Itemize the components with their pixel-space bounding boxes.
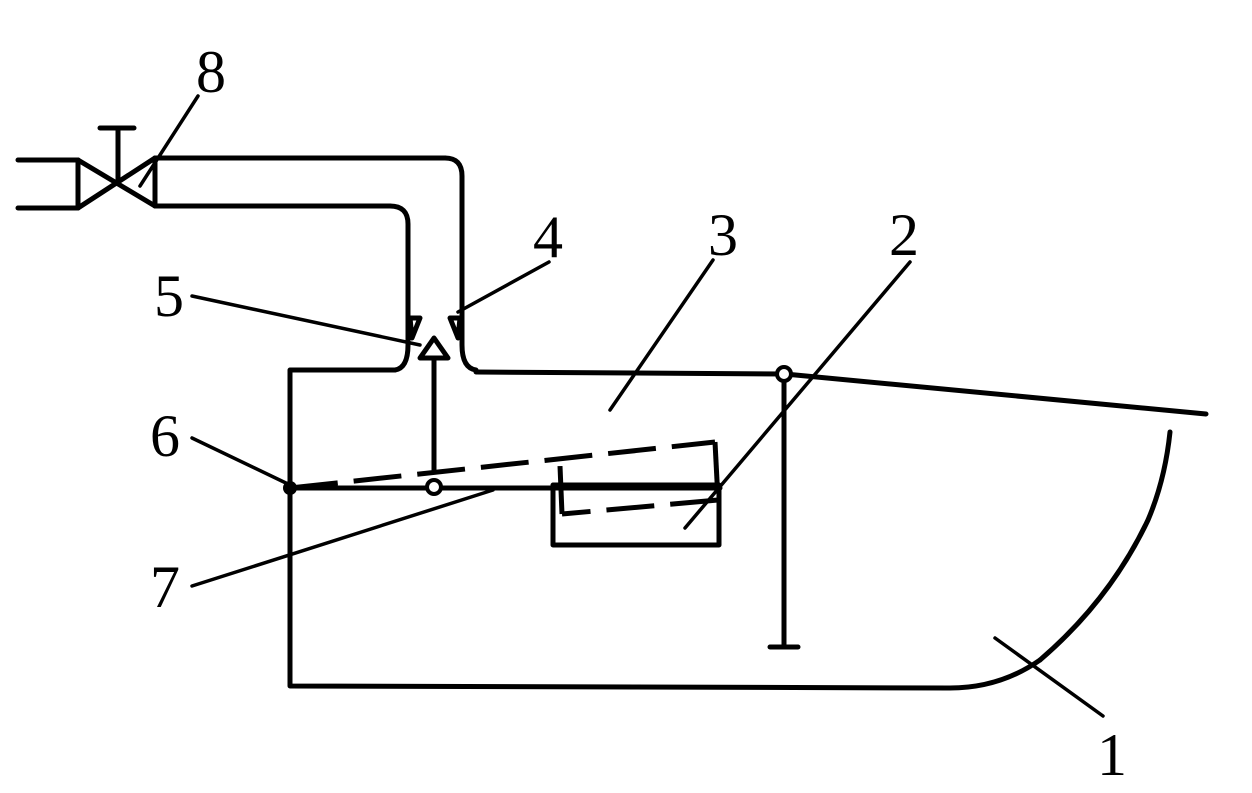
- label-7: 7: [150, 554, 180, 620]
- float: [550, 482, 722, 548]
- label-3: 3: [708, 202, 738, 268]
- hinge-joint: [775, 365, 793, 383]
- label-5: 5: [154, 263, 184, 329]
- lever-raised-position: [289, 439, 721, 517]
- label-8: 8: [196, 39, 226, 105]
- supply-pipe: [15, 155, 465, 315]
- label-1: 1: [1097, 722, 1127, 788]
- lever-joint: [425, 478, 443, 496]
- leader-lines: [138, 94, 1105, 718]
- label-6: 6: [150, 403, 180, 469]
- label-2: 2: [889, 202, 919, 268]
- label-4: 4: [533, 204, 563, 270]
- bowl: [782, 371, 1209, 663]
- support-post: [767, 371, 801, 650]
- chamber: [287, 367, 1043, 691]
- needle-valve: [417, 335, 451, 473]
- valve: [75, 125, 158, 211]
- valve-seat: [392, 309, 479, 373]
